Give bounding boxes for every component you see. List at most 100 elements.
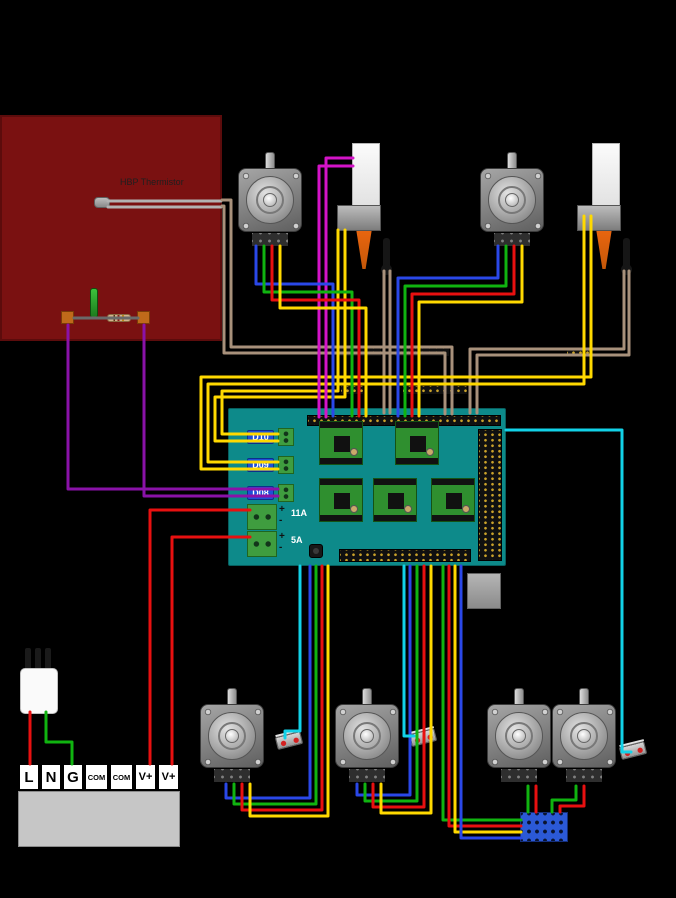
motor-connector xyxy=(348,768,386,783)
motor-ring xyxy=(498,186,526,214)
power-terminal-11a xyxy=(247,504,277,530)
driver-chip xyxy=(388,493,404,509)
stepper-driver-3 xyxy=(319,478,363,522)
fuse-label-5a: 5A xyxy=(291,535,303,545)
hotend-heatsink xyxy=(352,143,380,207)
thermistor-probe-tip xyxy=(381,264,392,275)
wire-z2-red xyxy=(558,784,586,814)
motor-hub xyxy=(505,193,519,207)
power-plug xyxy=(20,646,78,714)
stepper-driver-2 xyxy=(395,421,439,465)
wire-plug-ground xyxy=(44,710,74,766)
screw-terminal-d10 xyxy=(278,428,294,446)
stepper-driver-1 xyxy=(319,421,363,465)
endstop-switch-z xyxy=(618,741,648,760)
wire-hotend2-therm-b xyxy=(475,269,631,415)
motor-hub xyxy=(360,729,374,743)
power-terminal-5a xyxy=(247,531,277,557)
stepper-motor-extruder-2 xyxy=(480,152,544,247)
polarity-mark: + xyxy=(279,531,285,542)
thermistor-probe-tip xyxy=(621,264,632,275)
motor-connector xyxy=(213,768,251,783)
stepper-driver-4 xyxy=(373,478,417,522)
power-supply: L N G COM COM V+ V+ xyxy=(18,763,180,848)
psu-terminal-com-1: COM xyxy=(84,763,109,791)
bed-resistor xyxy=(107,314,131,322)
motor-hub xyxy=(577,729,591,743)
psu-terminal-vplus-2: V+ xyxy=(157,763,180,791)
psu-terminal-com-2: COM xyxy=(109,763,134,791)
motor-connector xyxy=(251,232,289,247)
wire-z2-green xyxy=(550,784,578,814)
wire-connector-strip xyxy=(566,347,592,357)
pin-header-bottom xyxy=(339,549,471,562)
driver-chip xyxy=(410,436,426,452)
psu-body xyxy=(18,791,180,847)
screw-terminal-d09 xyxy=(278,456,294,474)
solder-pad-right xyxy=(137,311,150,324)
heated-bed xyxy=(0,115,222,341)
hotend-heatsink xyxy=(592,143,620,207)
wire-connector-strip xyxy=(394,347,450,357)
trimpot xyxy=(426,448,434,456)
hotend-assembly-1 xyxy=(337,143,397,278)
motor-connector xyxy=(493,232,531,247)
heater-block xyxy=(577,205,621,231)
output-label-d08: D08 xyxy=(247,486,274,500)
solder-pad-left xyxy=(61,311,74,324)
heater-block xyxy=(337,205,381,231)
driver-chip xyxy=(334,436,350,452)
nozzle xyxy=(356,231,372,269)
plug-prong xyxy=(45,648,51,670)
endstop-switch-y xyxy=(408,728,438,747)
output-label-d10: D10 xyxy=(247,430,274,444)
stepper-motor-extruder-1 xyxy=(238,152,302,247)
wire-connector-strip xyxy=(338,347,382,357)
wire-connector-strip xyxy=(340,385,364,395)
trimpot xyxy=(350,505,358,513)
psu-terminal-g: G xyxy=(62,763,84,791)
nozzle xyxy=(596,231,612,269)
stepper-driver-5 xyxy=(431,478,475,522)
hotend-assembly-2 xyxy=(577,143,637,278)
motor-hub xyxy=(225,729,239,743)
hbp-thermistor-label: HBP Thermistor xyxy=(120,177,184,187)
wire-d10-heater-a xyxy=(220,228,340,436)
motor-hub xyxy=(263,193,277,207)
motor-hub xyxy=(512,729,526,743)
output-label-d09: D09 xyxy=(247,458,274,472)
psu-terminal-l: L xyxy=(18,763,40,791)
wire-endstop-y xyxy=(402,564,416,738)
polarity-mark: - xyxy=(279,542,283,553)
bed-thermistor xyxy=(94,197,110,208)
polarity-mark: - xyxy=(279,515,283,526)
wire-connector-strip xyxy=(402,385,468,395)
stepper-motor-z1 xyxy=(487,688,551,783)
motor-connector xyxy=(500,768,538,783)
psu-terminal-strip: L N G COM COM V+ V+ xyxy=(18,763,180,791)
endstop-switch-x xyxy=(274,731,304,750)
trimpot xyxy=(350,448,358,456)
pin-header-right xyxy=(478,429,502,561)
stepper-motor-y xyxy=(335,688,399,783)
stepper-motor-z2 xyxy=(552,688,616,783)
stepper-motor-x xyxy=(200,688,264,783)
driver-chip xyxy=(446,493,462,509)
plug-body xyxy=(20,668,58,714)
plug-prong xyxy=(25,648,31,670)
driver-chip xyxy=(334,493,350,509)
z-wiring-board xyxy=(520,812,568,842)
thermistor-probe xyxy=(623,238,630,268)
polarity-mark: + xyxy=(279,504,285,515)
wire-hotend2-therm-a xyxy=(468,269,626,415)
reset-button xyxy=(309,544,323,558)
wire-motor-e1-blue xyxy=(254,244,335,418)
usb-port xyxy=(467,573,501,609)
ramps-board: D10 D09 D08 + - + - 11A 5A xyxy=(228,408,506,609)
plug-prong xyxy=(35,648,41,670)
wire-endstop-x xyxy=(283,564,302,740)
fuse-label-11a: 11A xyxy=(291,508,308,518)
screw-terminal-d08 xyxy=(278,484,294,502)
bed-led xyxy=(90,288,98,318)
